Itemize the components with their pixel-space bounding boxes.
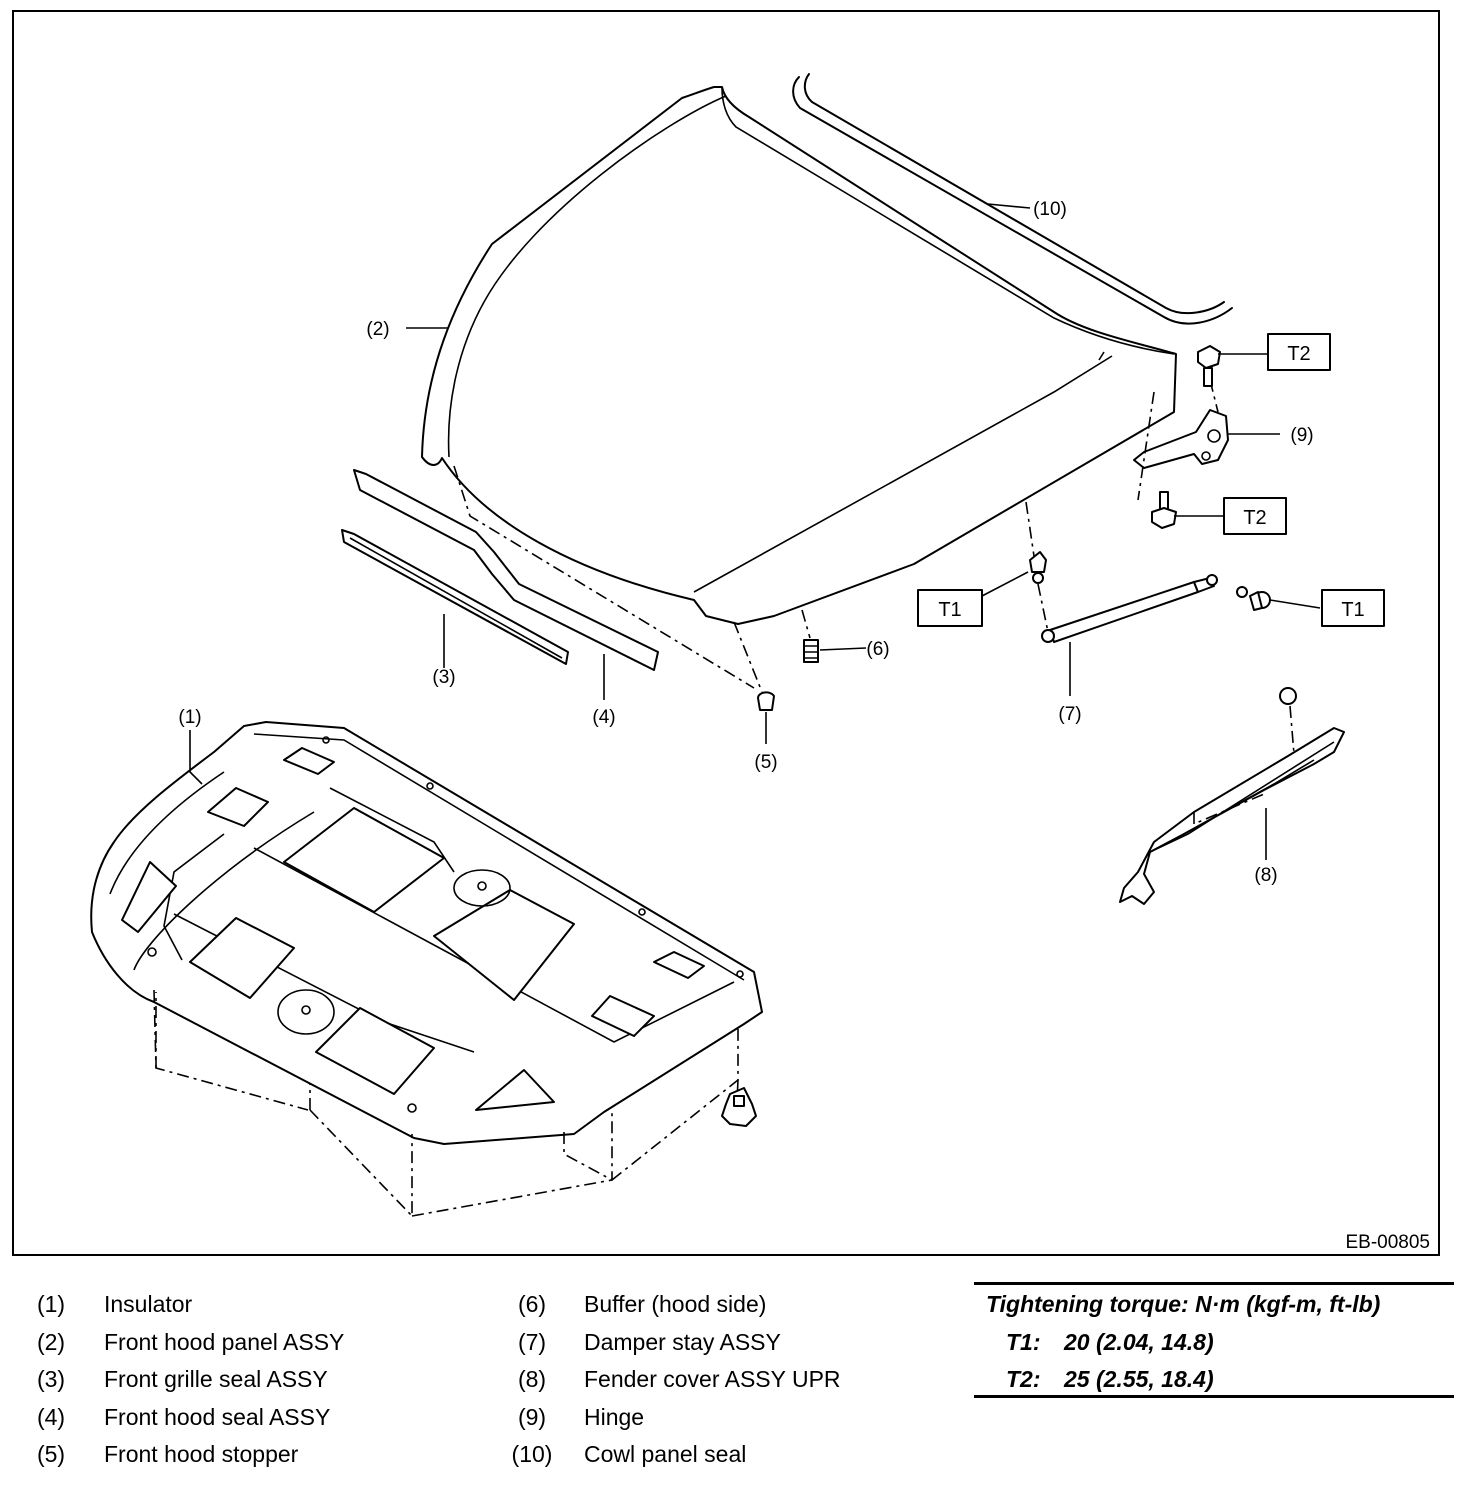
insulator bbox=[90, 721, 763, 1218]
figure-code: EB-00805 bbox=[1345, 1232, 1430, 1253]
legend-name: Cowl panel seal bbox=[584, 1441, 747, 1467]
t1-stud-right bbox=[1236, 586, 1271, 611]
legend-num: (10) bbox=[511, 1441, 553, 1467]
leader-t1-left bbox=[981, 571, 1029, 597]
callout-8: (8) bbox=[1254, 865, 1277, 886]
leader-6 bbox=[819, 647, 867, 651]
tightening-torque-table: Tightening torque: N·m (kgf-m, ft-lb) T1… bbox=[974, 1282, 1454, 1398]
callout-1: (1) bbox=[178, 707, 201, 728]
legend-num: (5) bbox=[36, 1441, 66, 1467]
t1-tag-right: T1 bbox=[1341, 599, 1364, 621]
torque-value-t2: 25 (2.55, 18.4) bbox=[1064, 1366, 1214, 1392]
exploded-view-diagram: T2 T2 T1 T1 (2) (10) (9) (6) (3) (4) (7)… bbox=[12, 10, 1440, 1256]
t2-tag-top: T2 bbox=[1287, 343, 1310, 365]
callout-2: (2) bbox=[366, 319, 389, 340]
t2-tag-bottom: T2 bbox=[1243, 507, 1266, 529]
callout-9: (9) bbox=[1290, 425, 1313, 446]
legend-num: (8) bbox=[517, 1366, 547, 1392]
callout-3: (3) bbox=[432, 667, 455, 688]
callout-5: (5) bbox=[754, 752, 777, 773]
leader-1 bbox=[189, 730, 203, 785]
front-hood-stopper bbox=[733, 621, 775, 711]
front-hood-panel bbox=[421, 86, 1177, 625]
legend-num: (2) bbox=[36, 1329, 66, 1355]
fender-cover-upr bbox=[1119, 687, 1345, 905]
callout-7: (7) bbox=[1058, 704, 1081, 725]
legend-name: Insulator bbox=[104, 1291, 193, 1317]
legend-name: Buffer (hood side) bbox=[584, 1291, 767, 1317]
cowl-panel-seal bbox=[792, 73, 1233, 325]
callout-6: (6) bbox=[866, 639, 889, 660]
torque-title: Tightening torque: N·m (kgf-m, ft-lb) bbox=[986, 1291, 1381, 1317]
legend-name: Front hood seal ASSY bbox=[104, 1404, 331, 1430]
torque-value-t1: 20 (2.04, 14.8) bbox=[1064, 1329, 1214, 1355]
legend-name: Front grille seal ASSY bbox=[104, 1366, 328, 1392]
t1-stud-left bbox=[1029, 551, 1047, 584]
legend-name: Front hood panel ASSY bbox=[104, 1329, 345, 1355]
legend-name: Hinge bbox=[584, 1404, 645, 1430]
legend-name: Damper stay ASSY bbox=[584, 1329, 781, 1355]
torque-key-t2: T2: bbox=[1006, 1366, 1041, 1392]
callout-4: (4) bbox=[592, 707, 615, 728]
legend-num: (1) bbox=[36, 1291, 66, 1317]
diagram-canvas: T2 T2 T1 T1 (2) (10) (9) (6) (3) (4) (7)… bbox=[90, 73, 1430, 1253]
t1-tag-left: T1 bbox=[938, 599, 961, 621]
t2-tag-box-top bbox=[1267, 333, 1331, 371]
legend-num: (7) bbox=[517, 1329, 547, 1355]
legend-num: (4) bbox=[36, 1404, 66, 1430]
callout-10: (10) bbox=[1033, 199, 1067, 220]
legend-num: (9) bbox=[517, 1404, 547, 1430]
t2-bolt-bottom bbox=[1151, 491, 1177, 529]
t2-tag-box-bottom bbox=[1223, 497, 1287, 535]
legend-num: (3) bbox=[36, 1366, 66, 1392]
t2-bolt-top bbox=[1197, 345, 1221, 387]
t1-tag-box-right bbox=[1321, 589, 1385, 627]
damper-stay bbox=[1025, 501, 1218, 643]
front-hood-seal bbox=[353, 469, 659, 671]
legend-num: (6) bbox=[517, 1291, 547, 1317]
insulator-clip bbox=[721, 1087, 757, 1127]
t1-tag-box-left bbox=[917, 589, 983, 627]
buffer-hood-side bbox=[801, 609, 819, 663]
stopper-guide-line bbox=[453, 465, 755, 689]
front-grille-seal bbox=[341, 529, 569, 665]
legend-name: Front hood stopper bbox=[104, 1441, 299, 1467]
legend-name: Fender cover ASSY UPR bbox=[584, 1366, 841, 1392]
torque-key-t1: T1: bbox=[1006, 1329, 1041, 1355]
leader-t1-right bbox=[1269, 599, 1321, 609]
leader-10 bbox=[987, 203, 1031, 209]
